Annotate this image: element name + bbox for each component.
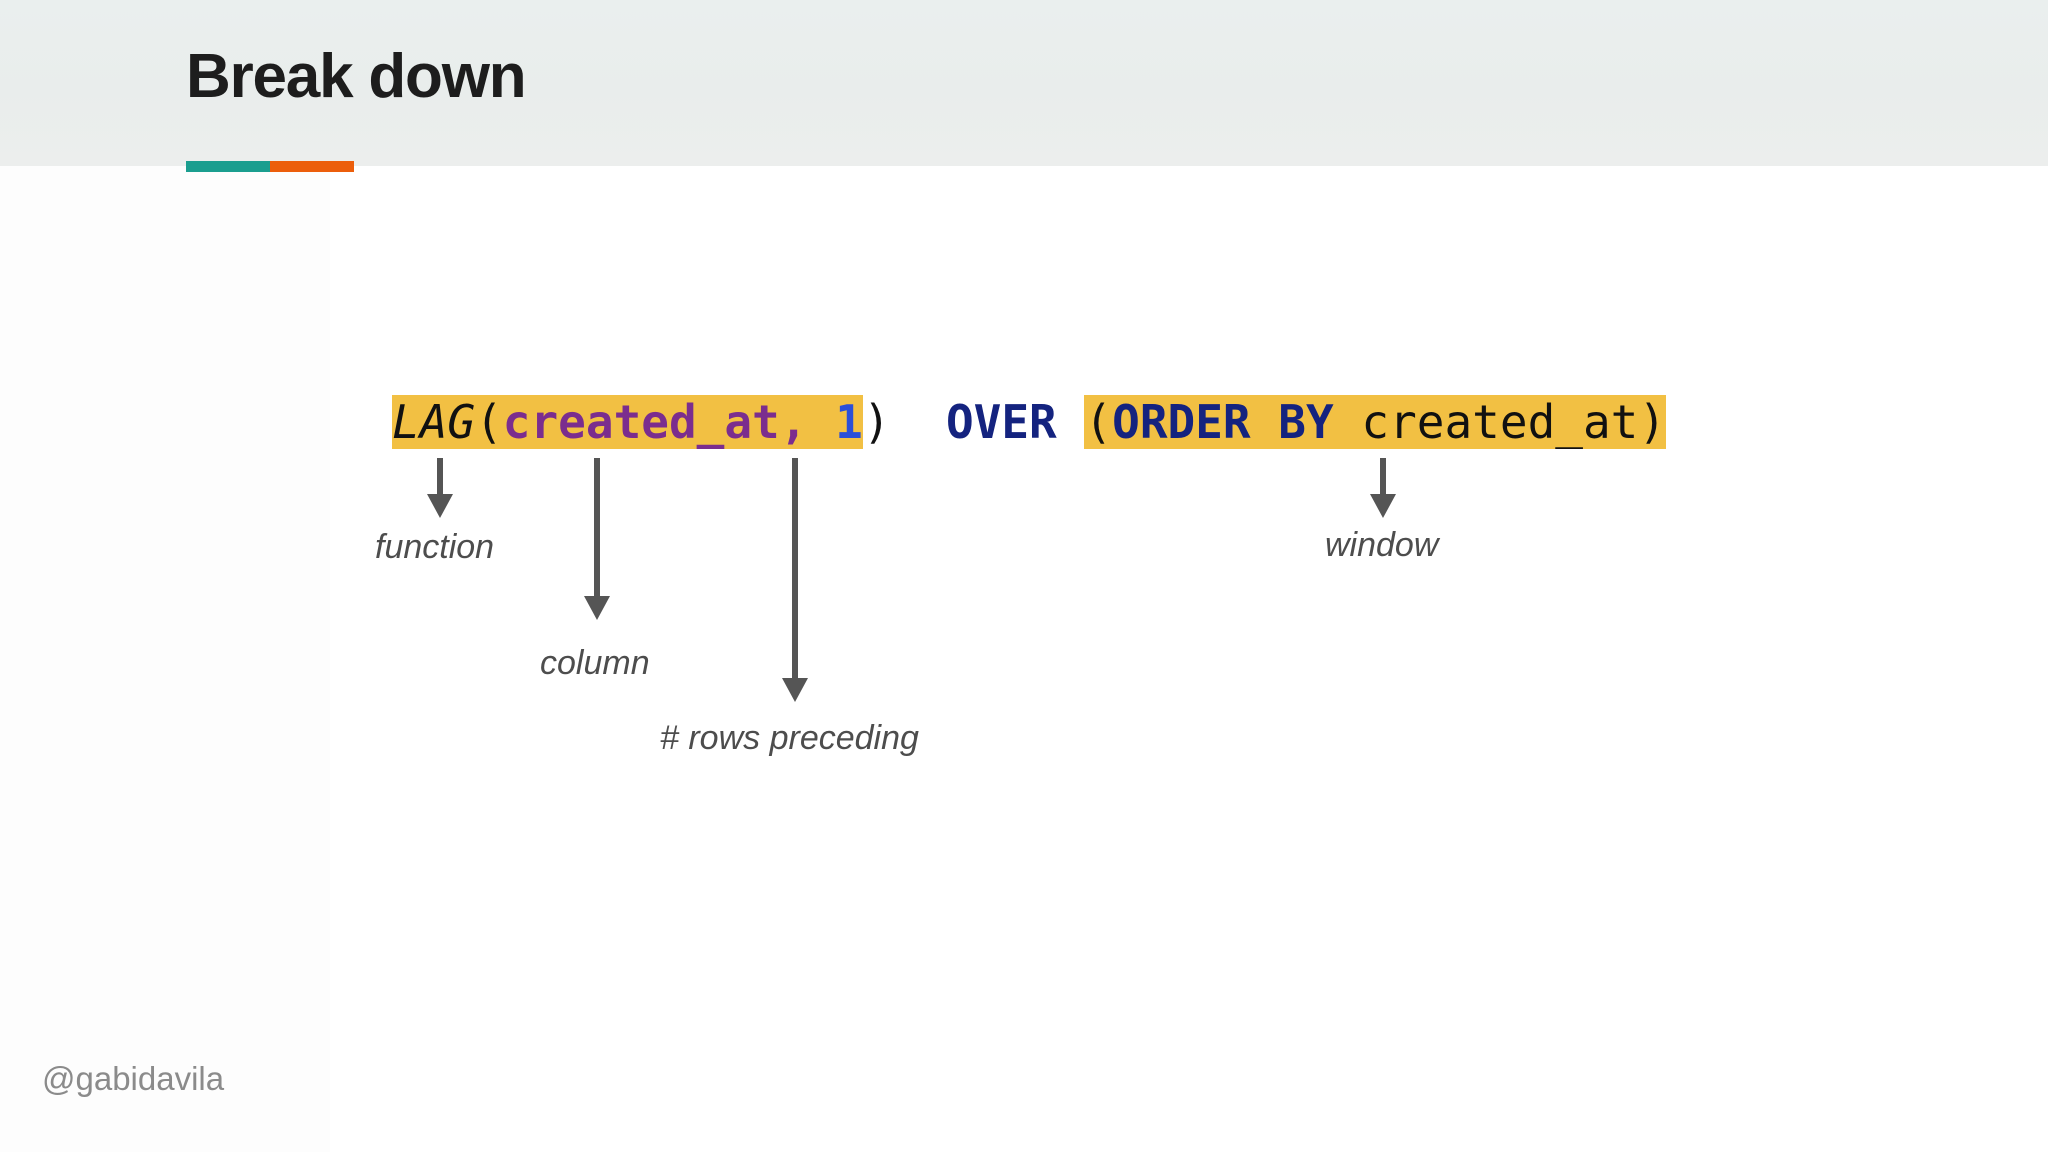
code-token-column-first: created_at bbox=[502, 395, 780, 449]
code-token-space-2 bbox=[1057, 395, 1085, 449]
code-token-close-paren: ) bbox=[862, 395, 891, 449]
code-token-space-3 bbox=[1333, 395, 1362, 449]
page-title: Break down bbox=[186, 42, 527, 111]
annotation-label-column: column bbox=[540, 644, 650, 682]
code-token-space-1 bbox=[807, 395, 836, 449]
code-token-number: 1 bbox=[835, 395, 863, 449]
annotation-label-rows-preceding: # rows preceding bbox=[660, 719, 919, 757]
accent-bar bbox=[186, 161, 354, 172]
code-token-open-paren: ( bbox=[475, 395, 503, 449]
code-token-gap bbox=[891, 395, 946, 449]
annotation-label-window: window bbox=[1325, 526, 1439, 564]
arrow-to-function bbox=[420, 458, 460, 520]
slide-header: Break down bbox=[0, 0, 2048, 166]
arrow-to-column bbox=[577, 458, 617, 622]
accent-bar-orange-segment bbox=[270, 161, 354, 172]
code-token-column-second: created_at bbox=[1361, 395, 1639, 449]
arrow-to-rows-preceding bbox=[775, 458, 815, 704]
arrow-to-window bbox=[1363, 458, 1403, 520]
sql-code-line: LAG(created_at, 1) OVER (ORDER BY create… bbox=[392, 395, 1667, 449]
code-token-over: OVER bbox=[945, 395, 1057, 449]
code-token-close-paren-2: ) bbox=[1638, 395, 1667, 449]
body-background-tint bbox=[0, 166, 330, 1152]
author-handle: @gabidavila bbox=[42, 1060, 225, 1097]
annotation-label-function: function bbox=[375, 528, 495, 566]
code-token-comma: , bbox=[779, 395, 808, 449]
code-token-order-by: ORDER BY bbox=[1112, 395, 1334, 449]
code-token-lag: LAG bbox=[392, 395, 476, 449]
code-token-open-paren-2: ( bbox=[1084, 395, 1113, 449]
accent-bar-teal-segment bbox=[186, 161, 270, 172]
